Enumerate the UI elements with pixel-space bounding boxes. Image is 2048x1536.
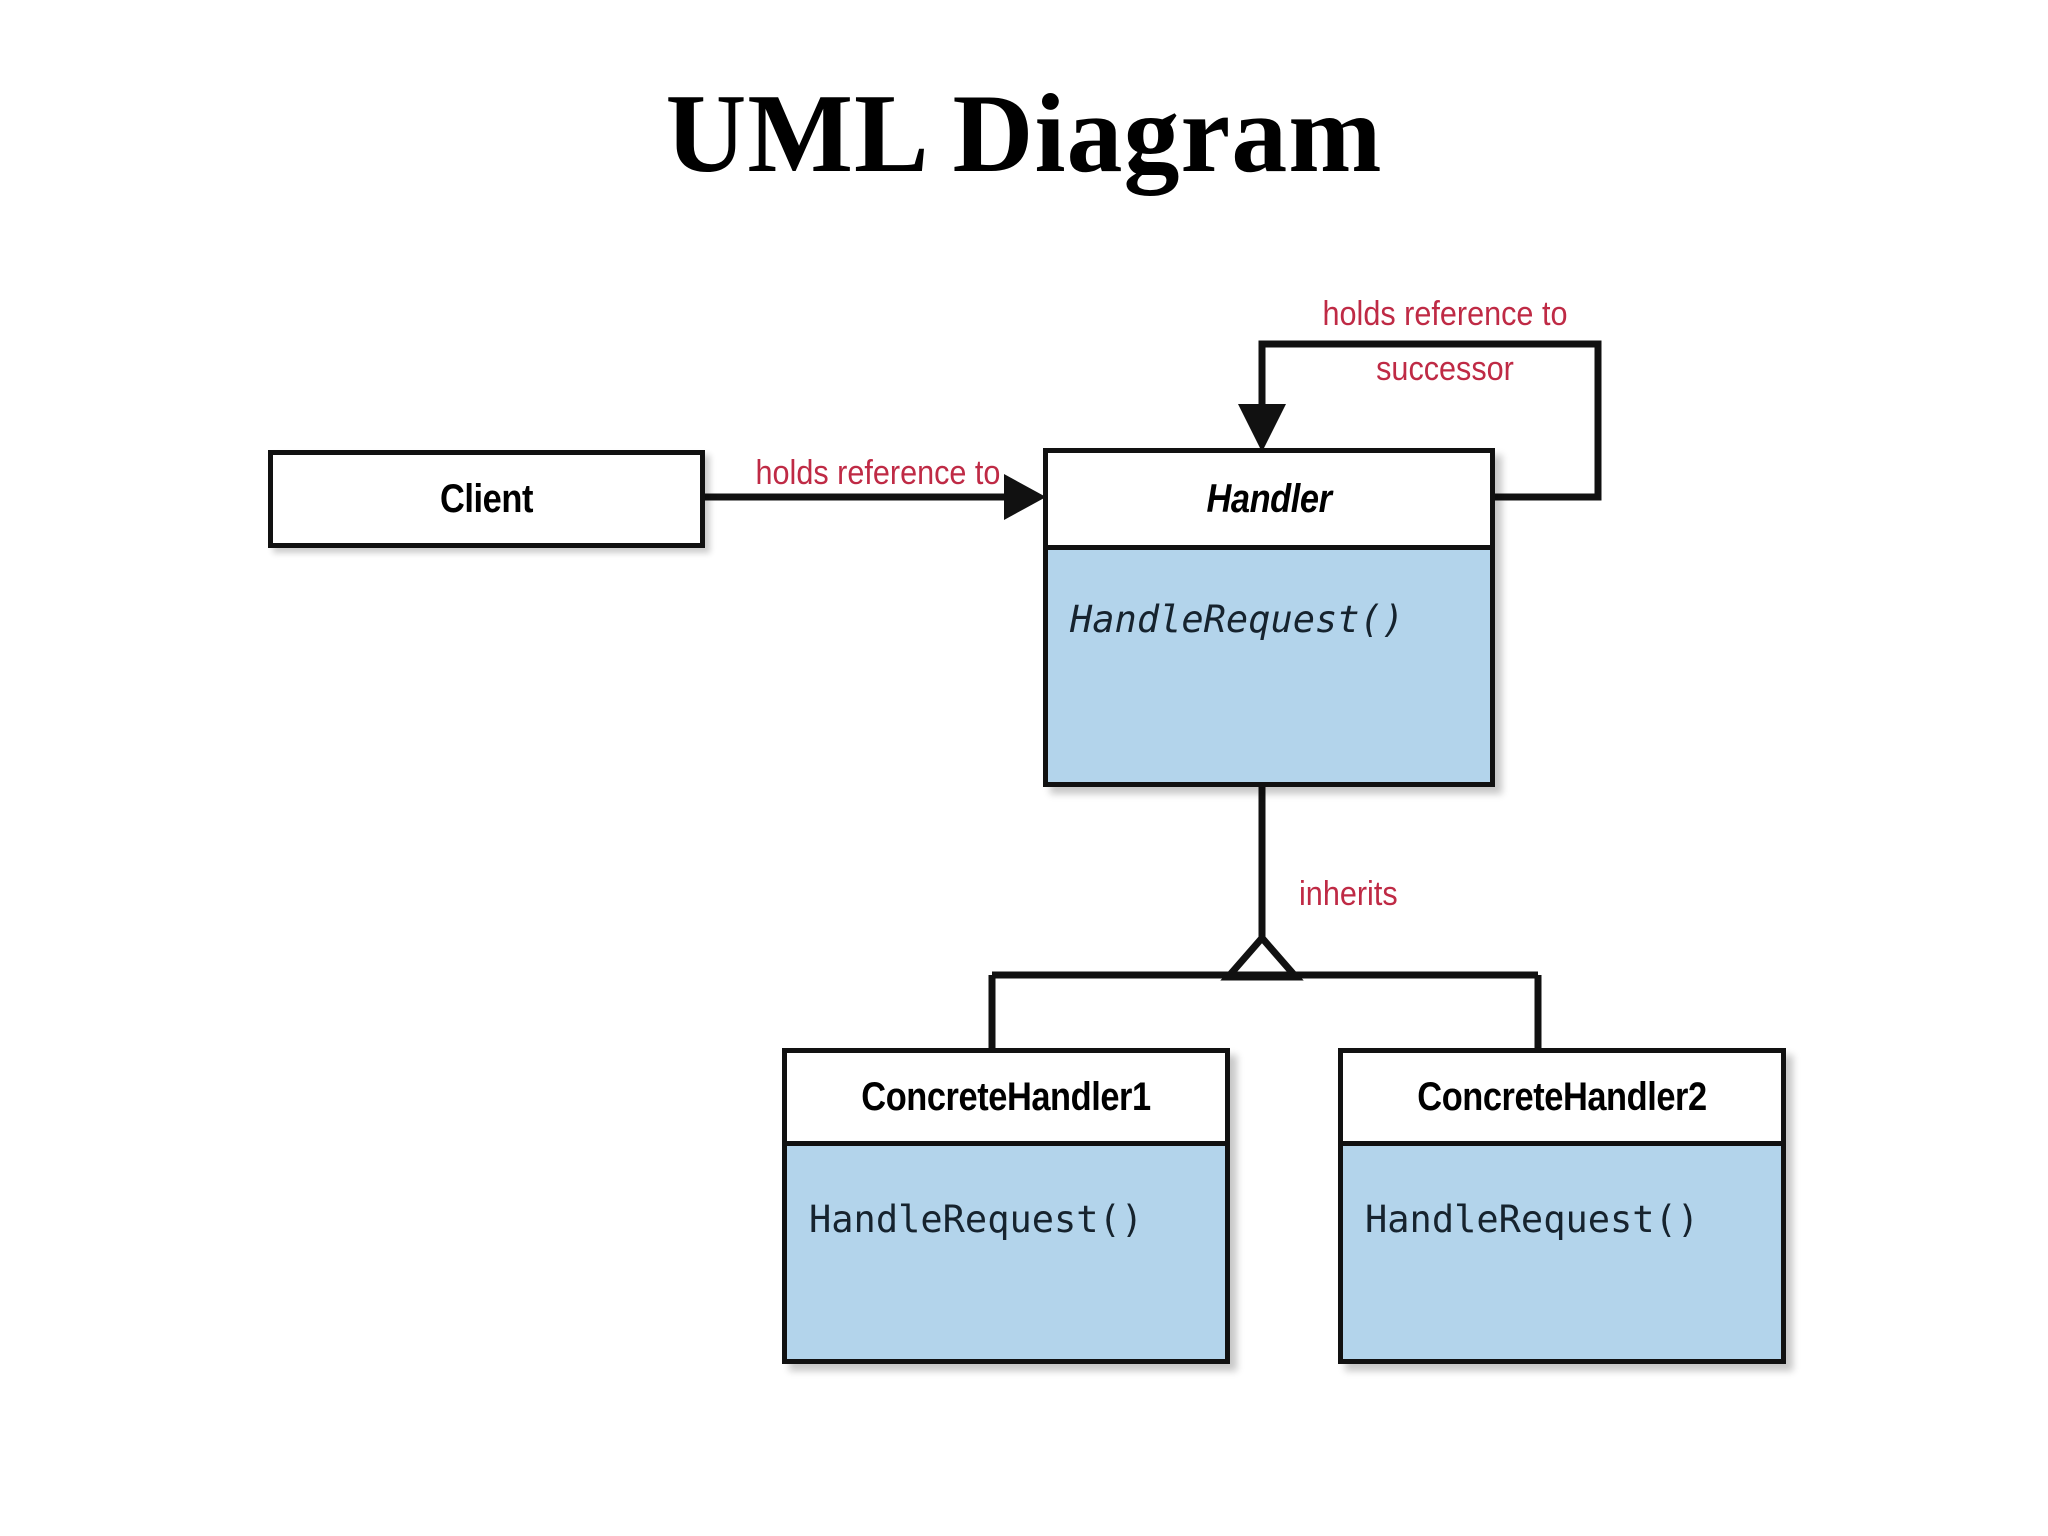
edge-inheritance xyxy=(988,787,1542,1048)
class-box-concrete-handler-1[interactable]: ConcreteHandler1 HandleRequest() xyxy=(782,1048,1230,1364)
class-name-wrap-concrete-handler-1: ConcreteHandler1 xyxy=(787,1053,1225,1141)
class-name-wrap-client: Client xyxy=(273,455,700,543)
class-operations-concrete-handler-1: HandleRequest() xyxy=(787,1141,1225,1359)
edge-label-inherits: inherits xyxy=(1299,875,1398,913)
edge-label-client-to-handler: holds reference to xyxy=(755,454,1001,492)
operation-handler-handlerequest: HandleRequest() xyxy=(1070,598,1405,641)
class-name-concrete-handler-2: ConcreteHandler2 xyxy=(1373,1074,1751,1120)
class-operations-concrete-handler-2: HandleRequest() xyxy=(1343,1141,1781,1359)
page-title: UML Diagram xyxy=(665,72,1383,196)
class-name-client: Client xyxy=(302,476,671,522)
class-box-concrete-handler-2[interactable]: ConcreteHandler2 HandleRequest() xyxy=(1338,1048,1786,1364)
operation-concrete-handler-2-handlerequest: HandleRequest() xyxy=(1365,1198,1700,1241)
class-name-handler: Handler xyxy=(1078,476,1460,522)
operation-concrete-handler-1-handlerequest: HandleRequest() xyxy=(809,1198,1144,1241)
class-operations-handler: HandleRequest() xyxy=(1048,545,1490,782)
class-box-handler[interactable]: Handler HandleRequest() xyxy=(1043,448,1495,787)
class-name-wrap-concrete-handler-2: ConcreteHandler2 xyxy=(1343,1053,1781,1141)
class-name-concrete-handler-1: ConcreteHandler1 xyxy=(817,1074,1195,1120)
edge-label-handler-self-line2: successor xyxy=(1376,350,1514,388)
edge-label-handler-self-line1: holds reference to xyxy=(1322,295,1568,333)
class-box-client[interactable]: Client xyxy=(268,450,705,548)
class-name-wrap-handler: Handler xyxy=(1048,453,1490,545)
